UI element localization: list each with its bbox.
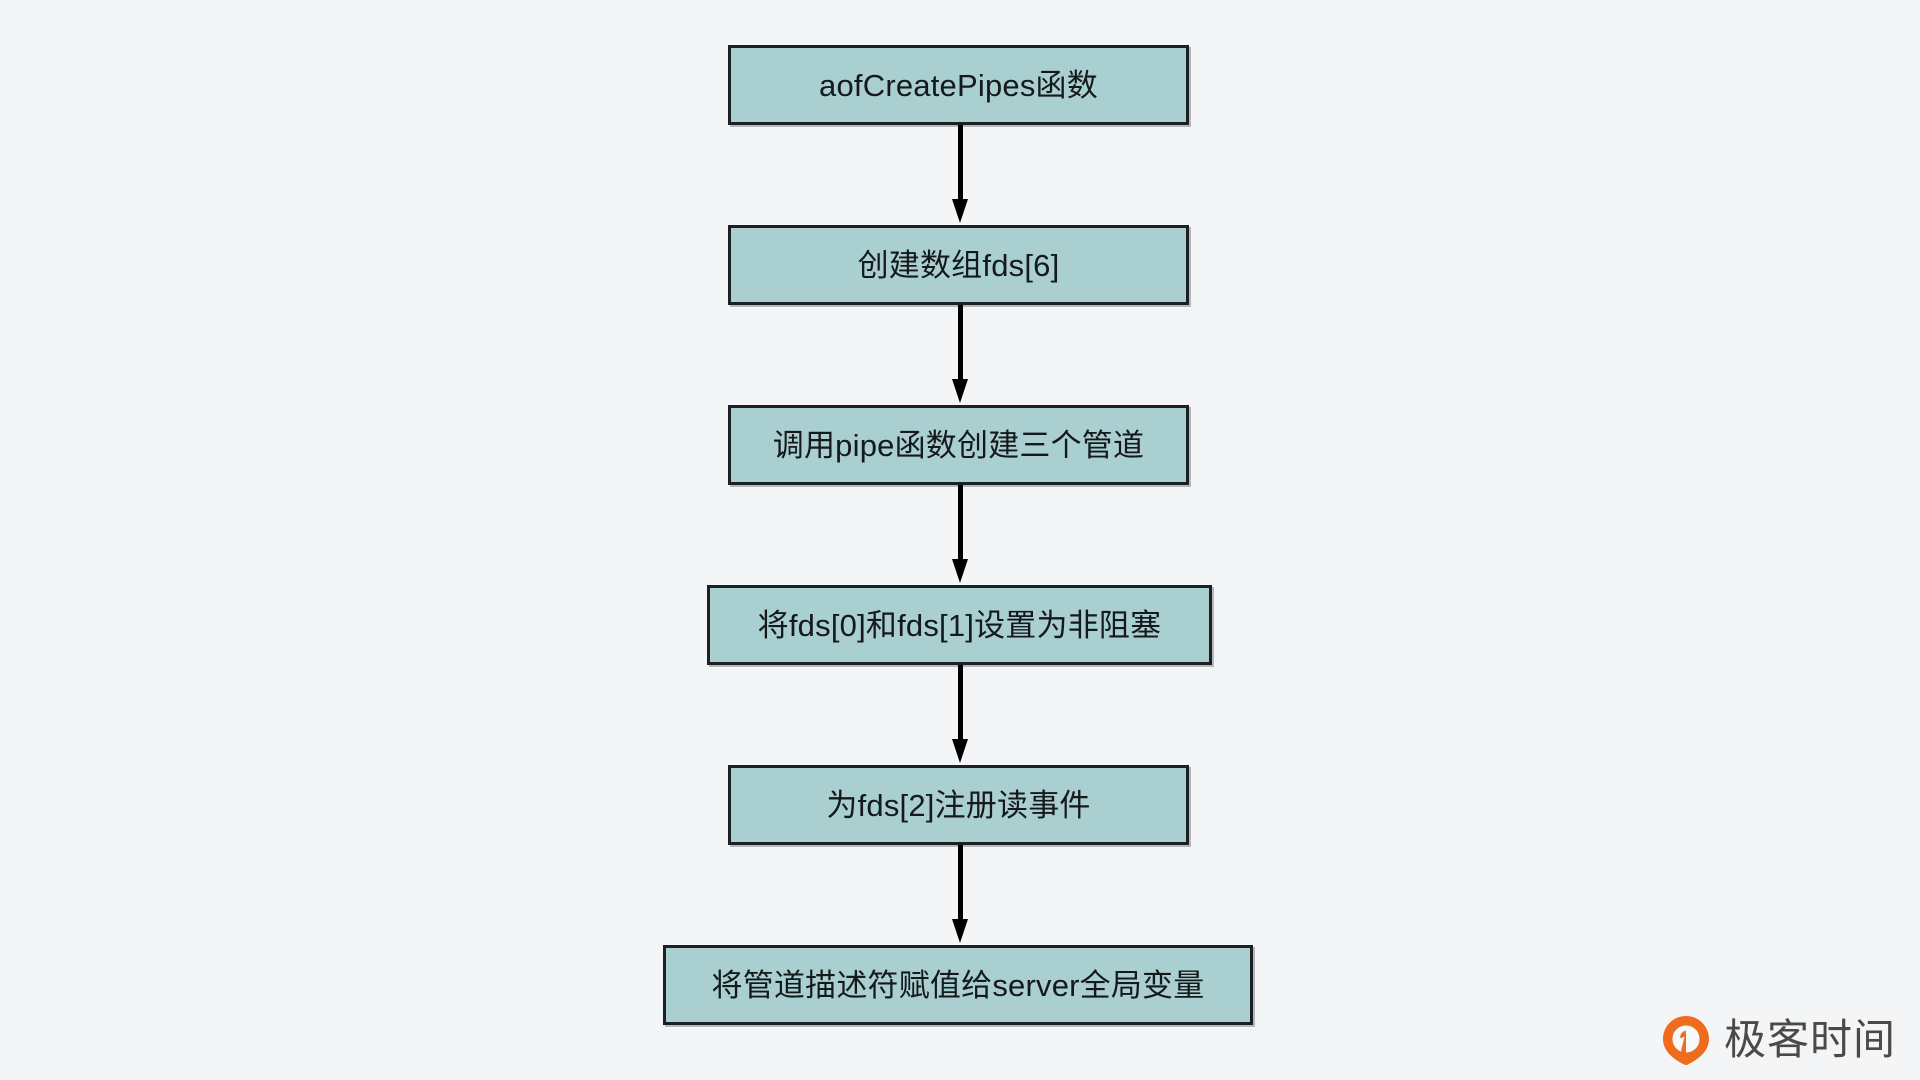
arrow-stem [958, 305, 963, 383]
flow-node-label: 创建数组fds[6] [857, 247, 1060, 283]
arrow-down-icon [952, 305, 968, 405]
arrow-head [952, 379, 968, 403]
arrow-stem [958, 485, 963, 563]
arrow-stem [958, 125, 963, 203]
flow-node-assign-server-globals: 将管道描述符赋值给server全局变量 [663, 945, 1253, 1025]
arrow-head [952, 559, 968, 583]
arrow-down-icon [952, 845, 968, 945]
geektime-logo-icon [1660, 1014, 1712, 1066]
arrow-down-icon [952, 125, 968, 225]
arrow-head [952, 739, 968, 763]
flow-node-aof-create-pipes: aofCreatePipes函数 [728, 45, 1189, 125]
flow-node-create-fds-array: 创建数组fds[6] [728, 225, 1189, 305]
flow-node-set-nonblocking: 将fds[0]和fds[1]设置为非阻塞 [707, 585, 1212, 665]
arrow-head [952, 919, 968, 943]
flow-node-label: 调用pipe函数创建三个管道 [772, 427, 1145, 463]
flow-node-register-read-event: 为fds[2]注册读事件 [728, 765, 1189, 845]
flow-node-label: 为fds[2]注册读事件 [826, 787, 1091, 823]
watermark: 极客时间 [1660, 1014, 1896, 1066]
flow-node-label: aofCreatePipes函数 [819, 67, 1098, 103]
arrow-stem [958, 845, 963, 923]
flow-node-label: 将fds[0]和fds[1]设置为非阻塞 [757, 607, 1162, 643]
arrow-head [952, 199, 968, 223]
watermark-text: 极客时间 [1723, 1016, 1896, 1063]
arrow-down-icon [952, 485, 968, 585]
flow-node-call-pipe: 调用pipe函数创建三个管道 [728, 405, 1189, 485]
flow-node-label: 将管道描述符赋值给server全局变量 [711, 967, 1205, 1003]
arrow-stem [958, 665, 963, 743]
arrow-down-icon [952, 665, 968, 765]
